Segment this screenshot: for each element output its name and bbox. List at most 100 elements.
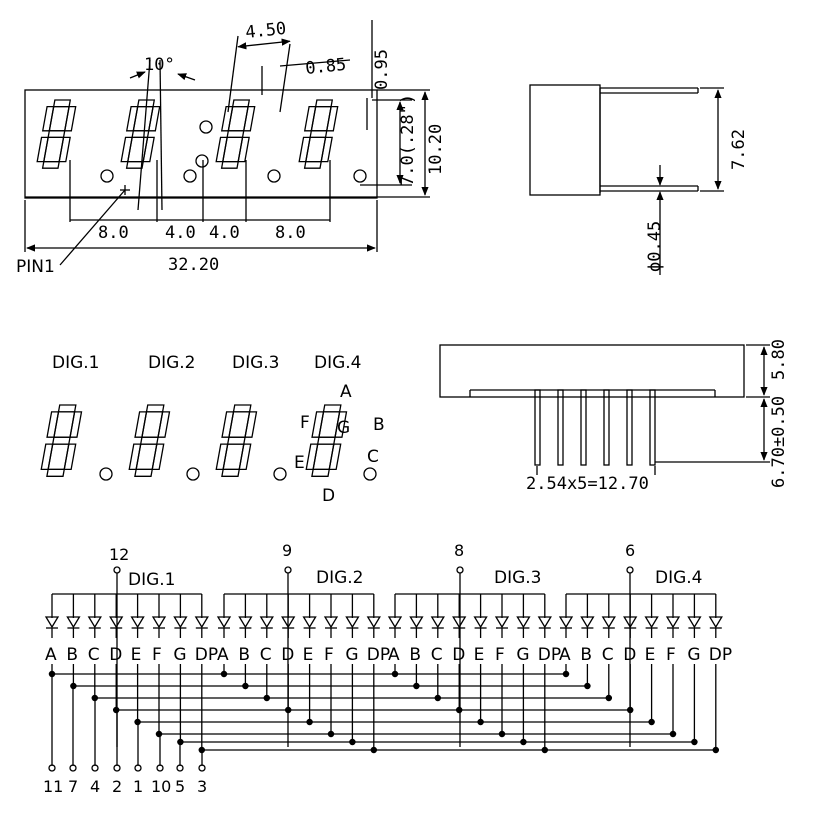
schematic-segment-label-b: B [66,645,78,665]
display-body-outline [24,89,378,199]
angle-arrow [129,71,146,79]
diode [452,616,467,629]
decimal-point-4 [353,169,367,183]
segment-d [125,160,144,169]
diode [259,616,274,629]
common-pin-node-2 [284,566,292,574]
schematic-segment-label-e: E [131,645,142,665]
diode [687,616,702,629]
junction-dot [263,694,271,702]
segment-diagram-dp-3 [273,467,287,481]
segment-a [322,404,342,413]
schematic-segment-label-dp: DP [195,645,218,665]
segment-letter-f: F [300,413,310,433]
junction-dot [112,706,120,714]
schematic-digit-label-3: DIG.3 [494,568,542,588]
dim-4-0-left: 4.0 [165,223,196,243]
schematic-segment-label-d: D [452,645,465,665]
segment-diagram-dp-4 [363,467,377,481]
junction-dot [541,746,549,754]
bottom-pin-node [113,764,121,772]
schematic-segment-label-b: B [580,645,592,665]
bottom-pin-label: 2 [112,777,122,796]
junction-dot [562,670,570,678]
common-pin-node-3 [456,566,464,574]
dim-line [227,35,239,113]
bottom-pin-label: 1 [133,777,143,796]
dim-8-0-left: 8.0 [98,223,129,243]
seven-segment-digit-3 [215,99,256,169]
segment-a [314,99,334,108]
junction-dot [220,670,228,678]
diode [323,616,339,629]
segment-d [221,468,241,477]
segment-g [309,130,328,139]
diode [708,616,723,629]
segment-inner-top [227,105,249,132]
dim-line [237,38,291,50]
junction-dot [155,730,163,738]
decimal-point-3 [267,169,281,183]
junction-dot [284,706,292,714]
seven-segment-digit-1 [36,99,77,169]
segment-g [131,130,150,139]
junction-dot [413,682,420,690]
segment-inner-top [310,105,332,132]
segment-inner-top [53,411,76,438]
segment-inner-bottom [312,443,335,471]
decimal-point-1 [100,169,114,183]
diode [665,616,681,629]
segment-inner-bottom [222,443,245,471]
dim-line [279,59,351,67]
junction-dot [498,730,506,738]
segment-letter-c: C [367,447,379,467]
diode [194,616,209,629]
diode [494,616,510,629]
segment-inner-top [132,105,154,132]
schematic-segment-label-d: D [623,645,636,665]
bottom-pin-3 [580,389,587,466]
segment-diagram-dp-1 [99,467,113,481]
schematic-segment-label-a: A [217,645,229,665]
side-body [529,84,601,196]
diode [66,616,81,629]
schematic-segment-label-f: F [666,645,676,665]
segment-inner-top [48,105,70,132]
segment-inner-top [318,411,341,438]
junction-dot [520,738,527,746]
junction-dot [391,670,399,678]
schematic-segment-label-d: D [281,645,294,665]
junction-dot [306,718,313,726]
segment-a [57,404,77,413]
bottom-pin-label: 7 [68,777,78,796]
schematic-segment-label-c: C [88,645,100,665]
diode [345,616,360,629]
seven-segment-digit-3 [215,404,258,477]
colon-dot-lower [195,154,209,168]
dim-7-0: 7.0(.28") [398,94,418,186]
bottom-pin-label: 11 [43,777,63,796]
segment-g [51,436,71,445]
junction-dot [584,682,591,690]
segment-g [226,436,246,445]
segment-d [41,160,60,169]
bottom-pin-node [91,764,99,772]
bottom-pin-node [134,764,142,772]
schematic-segment-label-e: E [474,645,485,665]
common-pin-6: 6 [625,541,635,560]
schematic-segment-label-b: B [409,645,421,665]
diode [44,616,60,629]
bottom-pin-node [156,764,164,772]
angle-line [159,59,163,211]
angle-line [137,59,151,211]
segment-inner-bottom [127,136,149,163]
dim-4-50: 4.50 [244,19,287,43]
diode [109,616,124,629]
segment-g [47,130,66,139]
junction-dot [370,746,378,754]
schematic-segment-label-dp: DP [367,645,390,665]
schematic-segment-label-f: F [152,645,162,665]
